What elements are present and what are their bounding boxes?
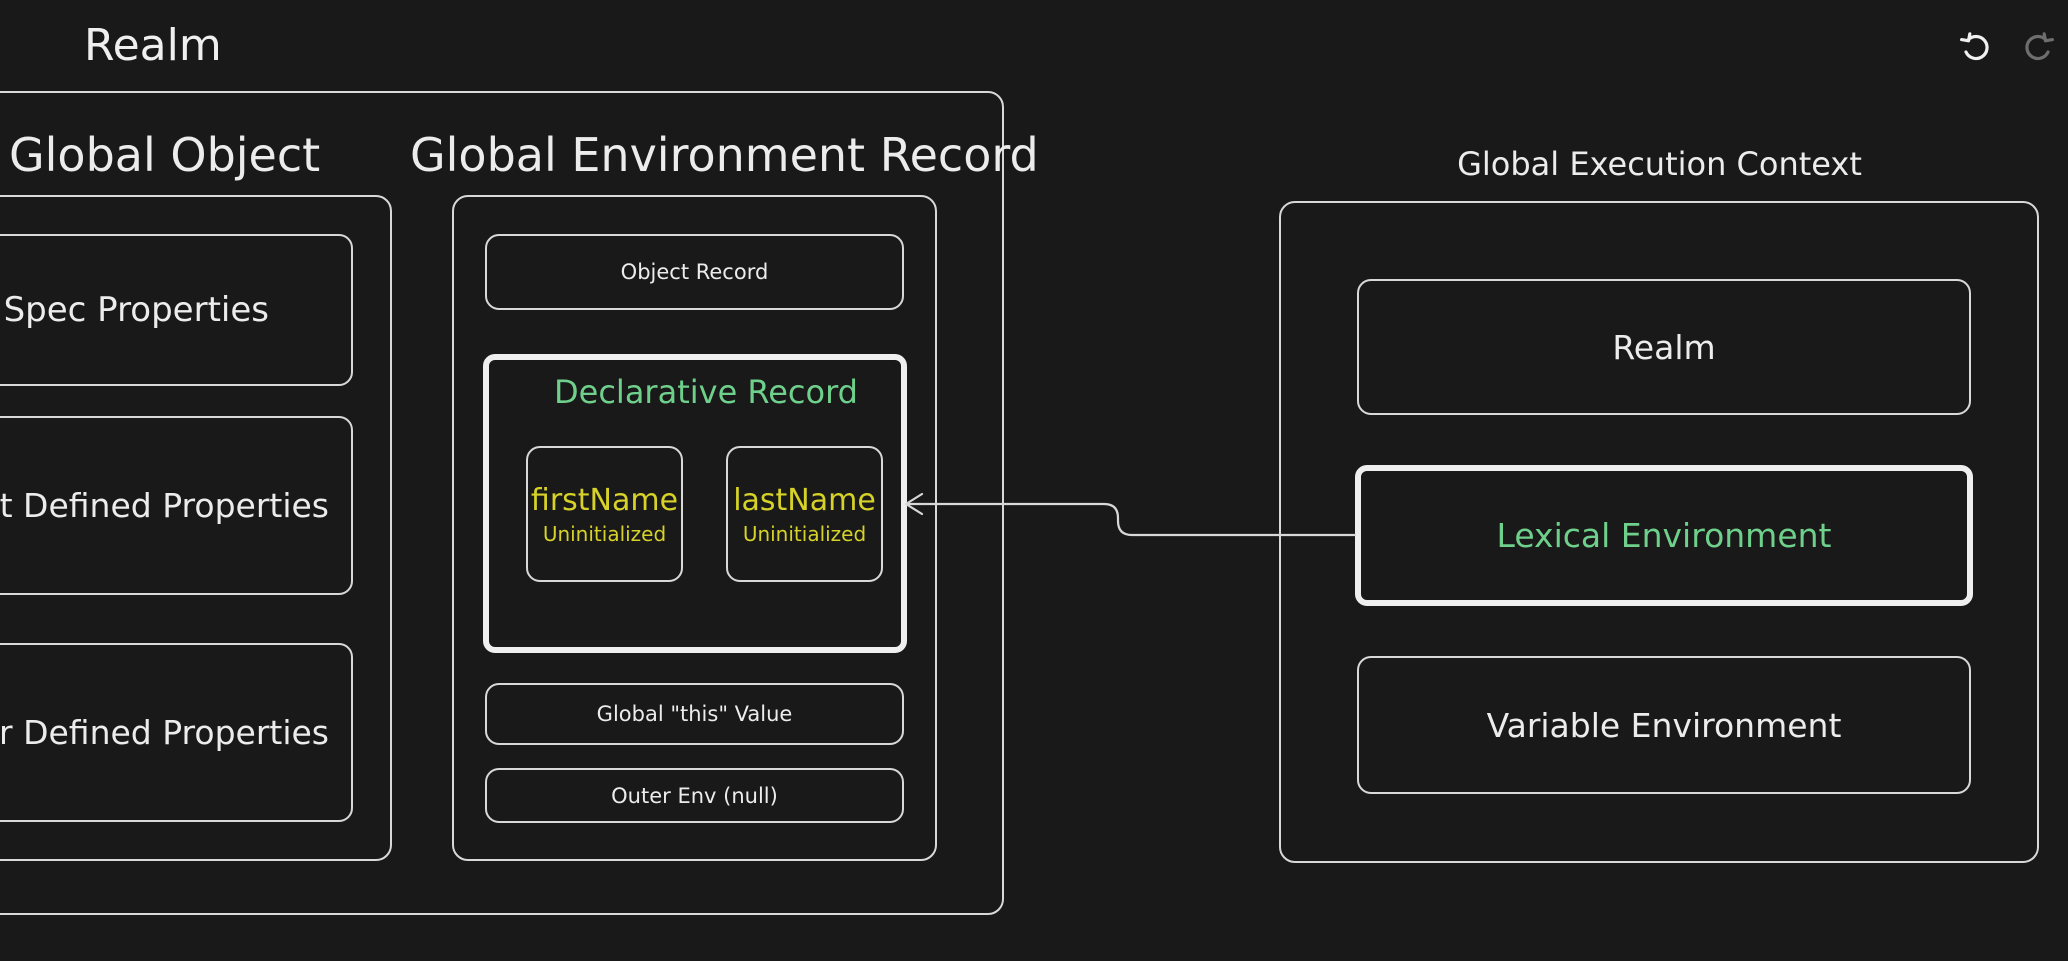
binding-first-name-label: firstName <box>530 482 679 518</box>
execution-context-title: Global Execution Context <box>1457 145 1862 183</box>
binding-last-name-state: Uninitialized <box>742 521 867 546</box>
host-defined-properties-box: ost Defined Properties <box>0 416 353 595</box>
host-defined-properties-label: ost Defined Properties <box>0 486 329 525</box>
context-realm-box: Realm <box>1357 279 1971 415</box>
declarative-record-box <box>483 354 907 653</box>
variable-environment-box: Variable Environment <box>1357 656 1971 794</box>
global-object-title: Global Object <box>9 128 321 182</box>
declarative-record-title: Declarative Record <box>554 373 858 411</box>
realm-title: Realm <box>84 20 222 71</box>
global-object-frame <box>0 195 392 861</box>
binding-first-name-state: Uninitialized <box>542 521 667 546</box>
variable-environment-label: Variable Environment <box>1486 705 1842 745</box>
global-this-value-label: Global "this" Value <box>596 702 793 726</box>
global-env-record-title: Global Environment Record <box>410 128 1039 182</box>
spec-properties-box: Spec Properties <box>0 234 353 386</box>
object-record-label: Object Record <box>620 260 769 284</box>
binding-first-name: firstName Uninitialized <box>526 446 683 582</box>
binding-last-name: lastName Uninitialized <box>726 446 883 582</box>
redo-icon <box>2025 32 2054 61</box>
user-defined-properties-box: ser Defined Properties <box>0 643 353 822</box>
object-record-box: Object Record <box>485 234 904 310</box>
lexical-environment-label: Lexical Environment <box>1496 516 1832 555</box>
undo-button[interactable] <box>1954 26 1998 70</box>
binding-last-name-label: lastName <box>733 482 876 518</box>
outer-env-box: Outer Env (null) <box>485 768 904 823</box>
context-realm-label: Realm <box>1612 327 1716 367</box>
spec-properties-label: Spec Properties <box>3 290 269 330</box>
undo-icon <box>1960 32 1989 61</box>
execution-context-frame <box>1279 201 2039 863</box>
redo-button[interactable] <box>2016 26 2060 70</box>
global-this-value-box: Global "this" Value <box>485 683 904 745</box>
global-env-record-frame <box>452 195 937 861</box>
lexical-environment-box: Lexical Environment <box>1355 465 1973 606</box>
outer-env-label: Outer Env (null) <box>611 783 778 808</box>
user-defined-properties-label: ser Defined Properties <box>0 713 329 752</box>
